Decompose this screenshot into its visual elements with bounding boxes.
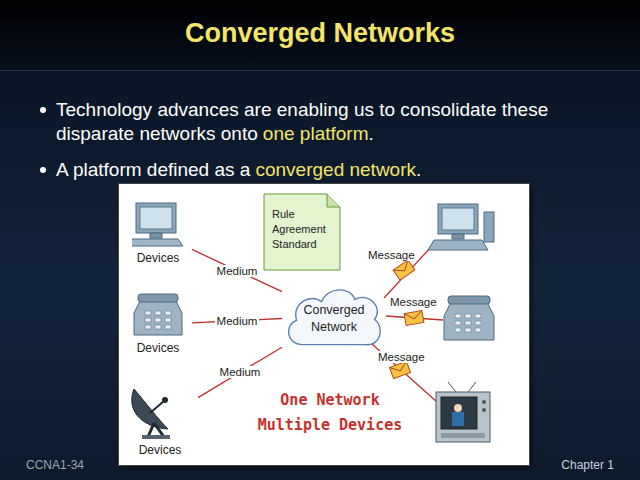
network-cloud: Converged Network <box>282 283 386 349</box>
bullet-text: one platform <box>263 123 369 144</box>
bullet-text: A platform defined as a <box>56 159 250 180</box>
slide-title: Converged Networks <box>0 18 640 49</box>
edge-label: Medium <box>218 366 263 378</box>
device-label: Devices <box>122 443 198 458</box>
bullet-text: . <box>368 123 373 144</box>
bullet-text: converged network <box>255 159 416 180</box>
bullet-dot <box>40 167 46 173</box>
phone-icon <box>444 296 494 340</box>
message-label: Message <box>376 351 427 363</box>
document-node: Rule Agreement Standard <box>263 193 341 271</box>
device-node: Devices <box>124 293 192 356</box>
bullet-dot <box>40 107 46 113</box>
network-slogan: One Network Multiple Devices <box>250 388 410 438</box>
tv-icon <box>436 382 490 442</box>
slide-number: CCNA1-34 <box>26 458 84 472</box>
bullet-text: . <box>416 159 421 180</box>
message-label: Message <box>366 249 417 261</box>
comp-icon <box>124 201 192 247</box>
medium-link <box>198 347 282 397</box>
bullet-item: A platform defined as aconverged network… <box>56 158 626 182</box>
device-label: Devices <box>124 341 192 356</box>
device-label: Devices <box>124 251 192 266</box>
document-text: Rule Agreement Standard <box>272 207 328 252</box>
dish-icon <box>122 383 198 439</box>
message-label: Message <box>388 296 439 308</box>
cloud-label: Converged Network <box>298 302 370 336</box>
device-node: Devices <box>124 201 192 266</box>
edge-label: Medium <box>215 315 260 327</box>
chapter-label: Chapter 1 <box>561 458 614 472</box>
device-node: Devices <box>122 383 198 458</box>
phone-icon <box>124 293 192 337</box>
bullet-item: Technology advances are enabling us to c… <box>56 98 626 146</box>
edge-label: Medium <box>215 265 260 277</box>
computer-icon <box>428 204 494 250</box>
